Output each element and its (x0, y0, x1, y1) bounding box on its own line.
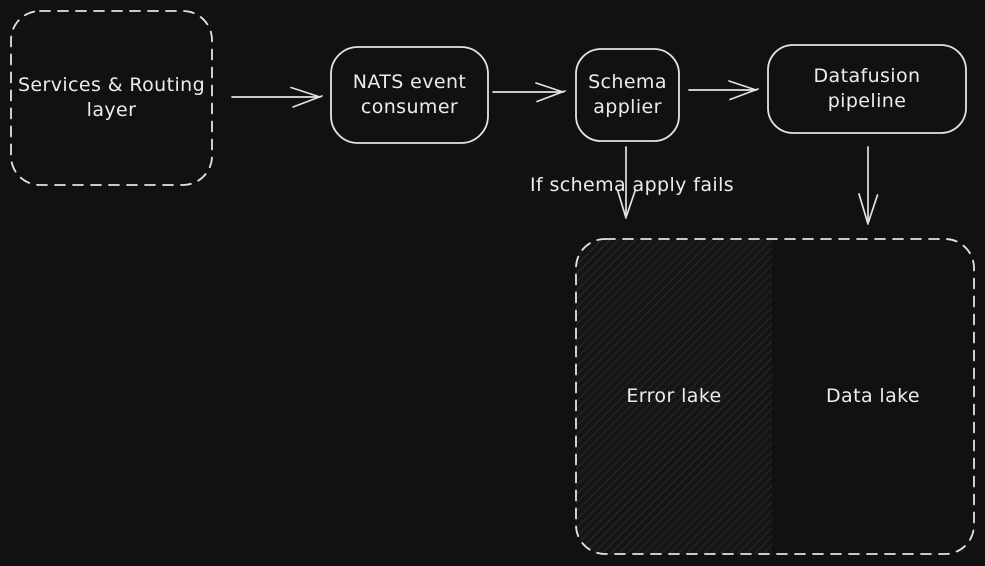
error-lake-label: Error lake (626, 384, 722, 407)
lakes-container-box (575, 238, 975, 555)
error-lake-hachure-fill (576, 239, 772, 554)
data-lake-label: Data lake (826, 384, 920, 407)
nats-event-consumer-box (330, 46, 489, 144)
arrow-nats-to-schema (492, 82, 566, 103)
arrow-datafusion-to-datalake (858, 146, 879, 225)
datafusion-pipeline-label: Datafusion pipeline (813, 64, 921, 112)
schema-applier-label: Schema applier (588, 70, 667, 118)
services-routing-layer-box (10, 10, 213, 186)
arrow-schema-fail-down (616, 146, 636, 219)
schema-fail-edge-label: If schema apply fails (529, 174, 735, 196)
services-routing-layer-label: Services & Routing layer (17, 73, 206, 121)
nats-event-consumer-label: NATS event consumer (352, 70, 467, 118)
datafusion-pipeline-box (767, 44, 967, 134)
schema-applier-box (575, 48, 680, 142)
arrow-schema-to-datafusion (688, 80, 759, 101)
arrow-services-to-nats (231, 86, 323, 108)
